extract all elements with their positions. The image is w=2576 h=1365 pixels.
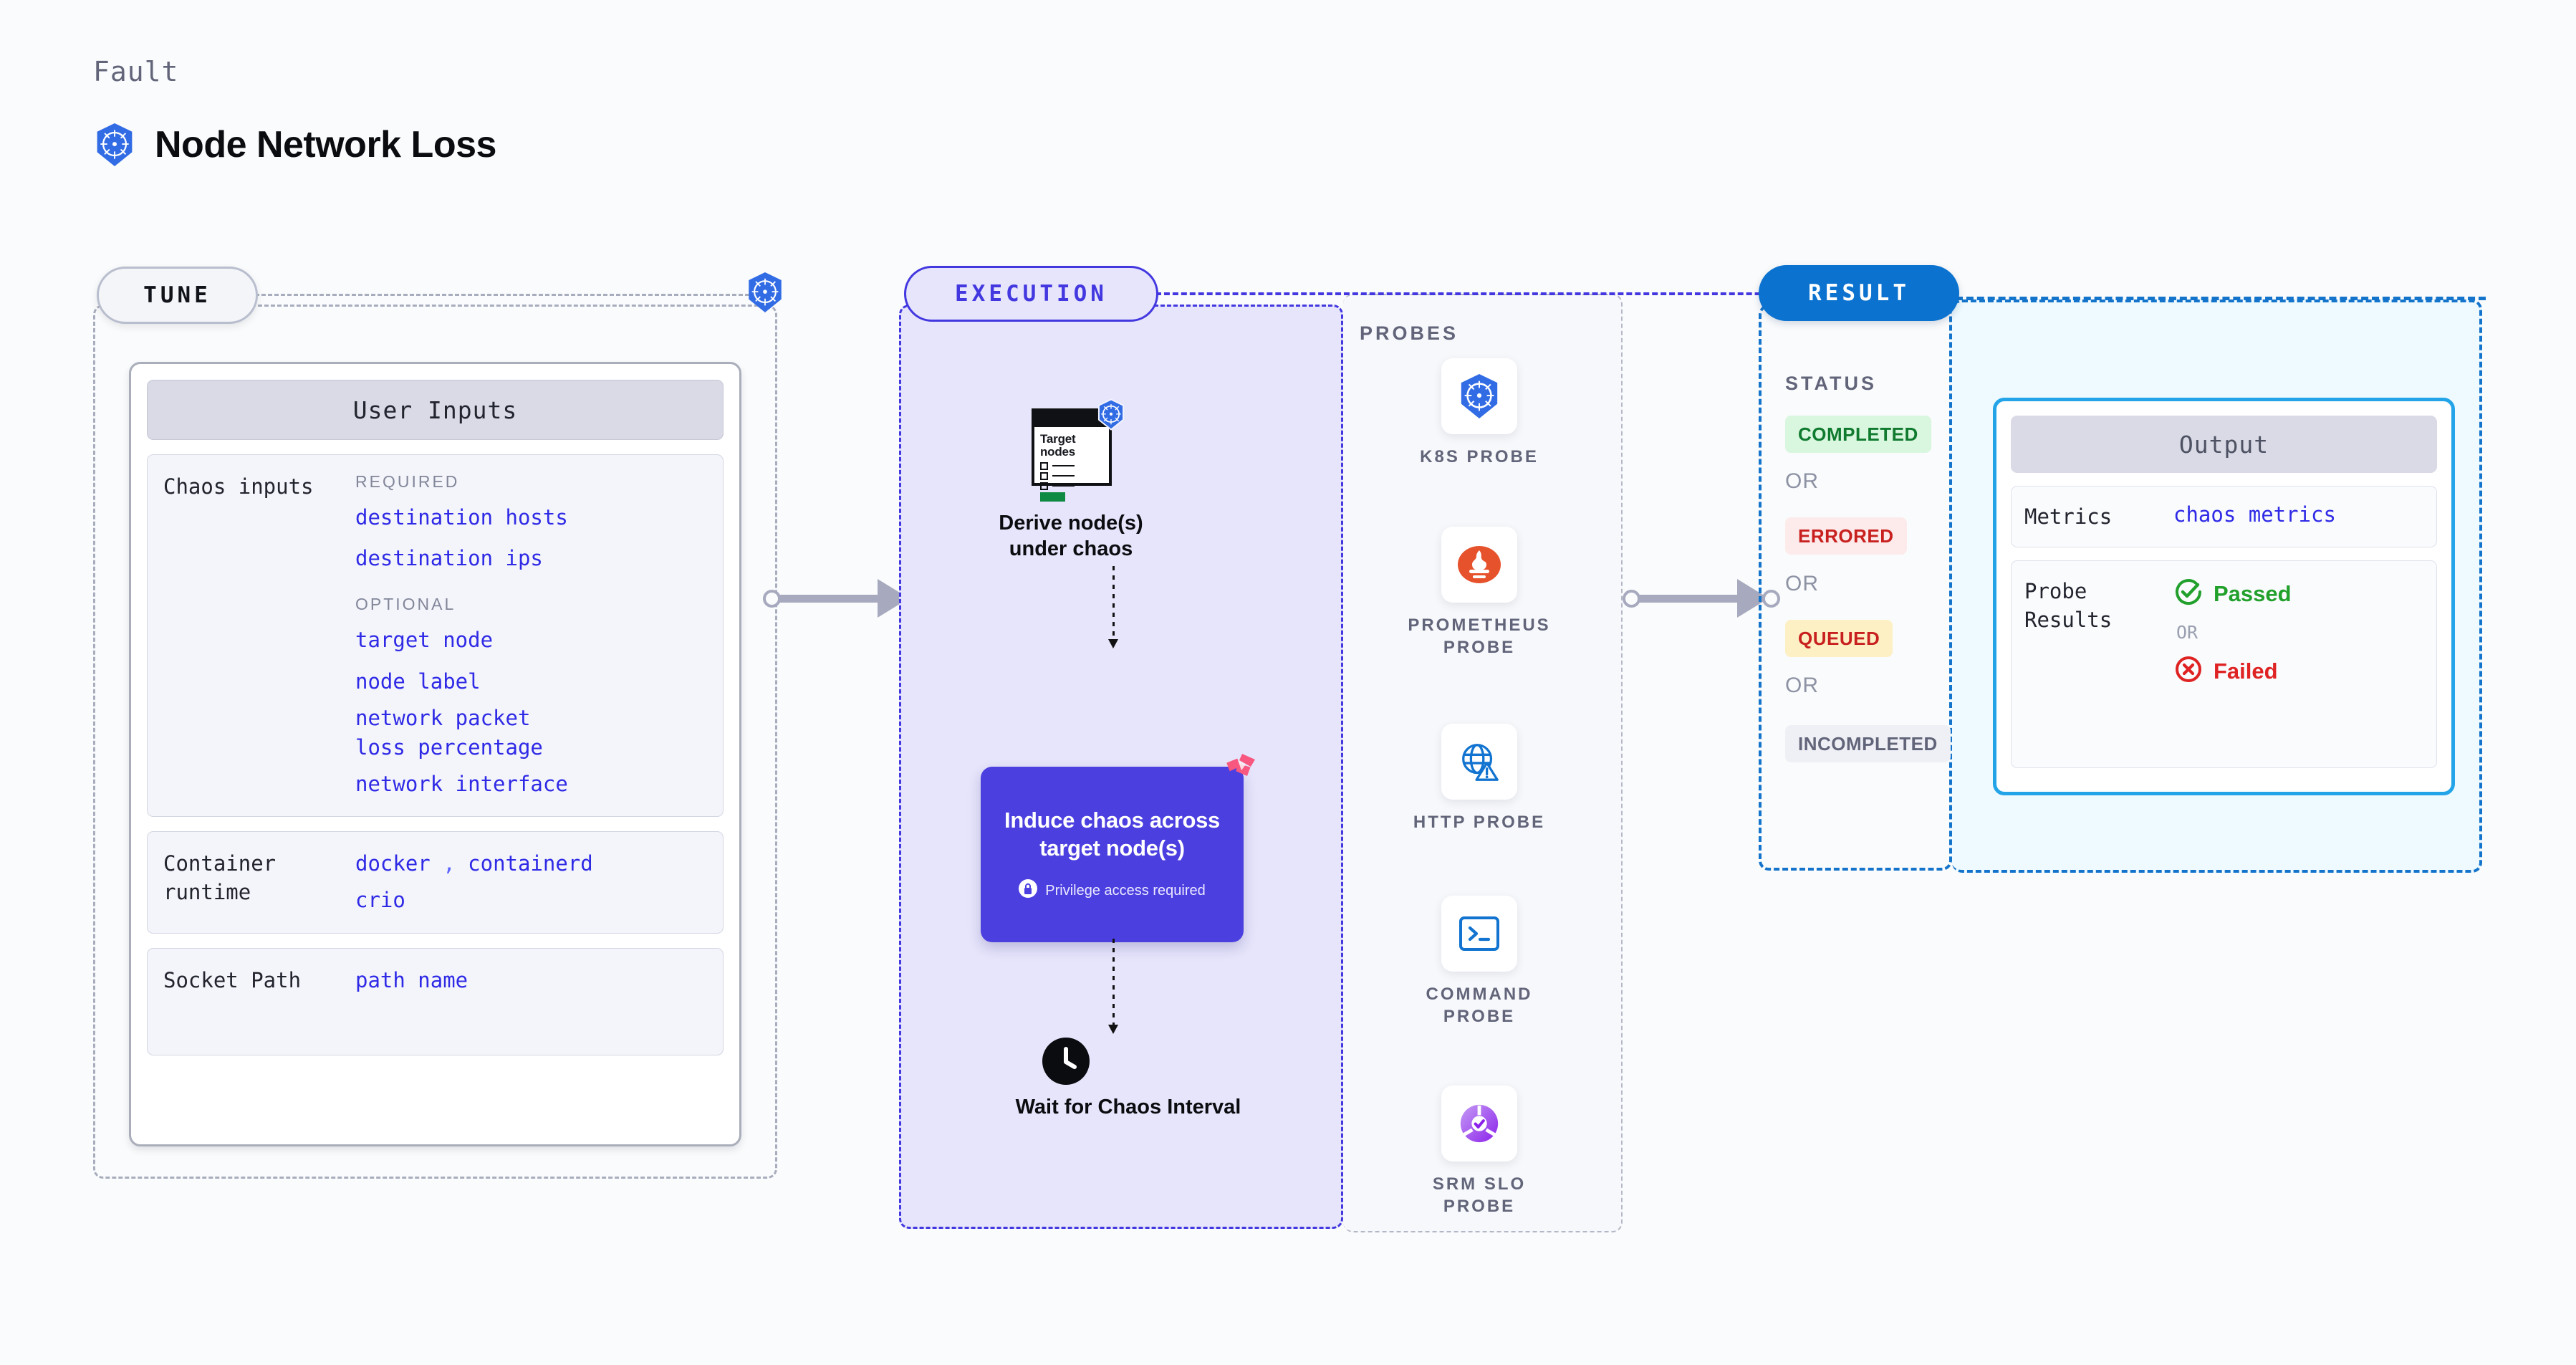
clock-icon bbox=[1042, 1038, 1090, 1088]
check-circle-icon bbox=[2173, 577, 2203, 610]
kubernetes-icon bbox=[1441, 358, 1517, 434]
runtime-containerd[interactable]: containerd bbox=[468, 851, 593, 876]
required-group-label: REQUIRED bbox=[355, 472, 460, 491]
result-stage-badge[interactable]: RESULT bbox=[1759, 265, 1959, 321]
page-title: Node Network Loss bbox=[155, 124, 496, 166]
checkbox-icon bbox=[1040, 482, 1048, 490]
container-runtime-section: Container runtime docker , containerd cr… bbox=[147, 831, 724, 934]
tune-stage-badge[interactable]: TUNE bbox=[97, 267, 258, 324]
kubernetes-icon bbox=[93, 122, 136, 168]
runtime-docker[interactable]: docker bbox=[355, 851, 431, 876]
status-or-1: OR bbox=[1785, 469, 1819, 493]
derive-nodes-label: Derive node(s) under chaos bbox=[999, 512, 1143, 561]
status-or-2: OR bbox=[1785, 572, 1819, 595]
probe-result-or: OR bbox=[2176, 622, 2198, 643]
tune-dashed-connector bbox=[255, 294, 749, 296]
socket-path-label: Socket Path bbox=[163, 967, 302, 992]
metrics-value[interactable]: chaos metrics bbox=[2173, 502, 2336, 527]
checkbox-icon bbox=[1040, 461, 1048, 470]
derive-nodes-illustration: Target nodes bbox=[1032, 398, 1125, 502]
execution-dashed-connector bbox=[1155, 292, 1872, 295]
probe-command-label: COMMAND PROBE bbox=[1426, 985, 1533, 1027]
metrics-section: Metrics chaos metrics bbox=[2011, 486, 2437, 548]
probe-result-passed: Passed bbox=[2173, 577, 2423, 610]
status-or-3: OR bbox=[1785, 674, 1819, 697]
status-badge-errored: ERRORED bbox=[1785, 517, 1907, 555]
probe-http[interactable]: HTTP PROBE bbox=[1408, 724, 1551, 833]
probe-k8s-label: K8S PROBE bbox=[1420, 447, 1539, 466]
probe-prometheus-label: PROMETHEUS PROBE bbox=[1408, 616, 1551, 658]
input-node-label[interactable]: node label bbox=[355, 669, 481, 694]
probe-result-failed: Failed bbox=[2173, 654, 2423, 688]
wait-for-chaos-interval-label: Wait for Chaos Interval bbox=[1015, 1096, 1241, 1119]
input-network-interface[interactable]: network interface bbox=[355, 772, 568, 797]
target-nodes-art-title: Target nodes bbox=[1040, 432, 1076, 459]
lock-icon bbox=[1019, 879, 1038, 902]
terminal-icon bbox=[1441, 896, 1517, 972]
status-badge-completed: COMPLETED bbox=[1785, 416, 1931, 453]
flow-arrow-induce-to-wait bbox=[1108, 939, 1118, 1034]
status-title: STATUS bbox=[1785, 373, 1877, 394]
output-card: Output Metrics chaos metrics Probe Resul… bbox=[1993, 398, 2455, 795]
tune-stage-boundary bbox=[93, 305, 777, 1179]
privilege-access-note: Privilege access required bbox=[1019, 879, 1206, 902]
metrics-label: Metrics bbox=[2024, 504, 2113, 529]
user-inputs-card-title: User Inputs bbox=[147, 380, 724, 440]
probe-command[interactable]: COMMAND PROBE bbox=[1408, 896, 1551, 1028]
optional-group-label: OPTIONAL bbox=[355, 595, 456, 614]
probe-result-failed-label: Failed bbox=[2214, 658, 2278, 684]
probes-title: PROBES bbox=[1360, 322, 1459, 344]
execution-stage-badge[interactable]: EXECUTION bbox=[904, 266, 1158, 322]
probe-http-label: HTTP PROBE bbox=[1413, 813, 1546, 832]
litmus-logo-icon bbox=[1222, 751, 1256, 789]
srm-slo-icon bbox=[1441, 1086, 1517, 1162]
privilege-access-text: Privilege access required bbox=[1045, 882, 1206, 899]
probe-srm-slo[interactable]: SRM SLO PROBE bbox=[1408, 1086, 1551, 1217]
chaos-inputs-section: Chaos inputs REQUIRED destination hosts … bbox=[147, 454, 724, 818]
socket-path-section: Socket Path path name bbox=[147, 947, 724, 1055]
connector-execution-to-result bbox=[1623, 573, 1802, 623]
input-network-packet-loss-percentage[interactable]: network packet loss percentage bbox=[355, 705, 543, 760]
globe-warning-icon bbox=[1441, 724, 1517, 800]
kubernetes-icon bbox=[1096, 398, 1126, 434]
probe-k8s[interactable]: K8S PROBE bbox=[1408, 358, 1551, 468]
prometheus-icon bbox=[1441, 527, 1517, 603]
fault-eyebrow-label: Fault bbox=[93, 56, 179, 87]
probe-prometheus[interactable]: PROMETHEUS PROBE bbox=[1408, 527, 1551, 658]
induce-chaos-title: Induce chaos across target node(s) bbox=[1004, 807, 1220, 861]
status-badge-incompleted: INCOMPLETED bbox=[1785, 725, 1951, 762]
probe-result-passed-label: Passed bbox=[2214, 580, 2292, 606]
fault-title-row: Node Network Loss bbox=[93, 122, 496, 168]
input-destination-hosts[interactable]: destination hosts bbox=[355, 505, 568, 530]
runtime-crio[interactable]: crio bbox=[355, 888, 405, 913]
induce-chaos-node[interactable]: Induce chaos across target node(s) Privi… bbox=[981, 754, 1255, 942]
runtime-separator: , bbox=[443, 851, 456, 876]
container-runtime-label: Container runtime bbox=[163, 851, 277, 905]
chaos-inputs-label: Chaos inputs bbox=[163, 474, 314, 499]
output-card-title: Output bbox=[2011, 416, 2437, 473]
flow-arrow-derive-to-induce bbox=[1108, 566, 1118, 648]
input-destination-ips[interactable]: destination ips bbox=[355, 546, 543, 571]
probe-srm-slo-label: SRM SLO PROBE bbox=[1432, 1174, 1527, 1217]
probe-results-section: Probe Results Passed OR bbox=[2011, 560, 2437, 769]
checkbox-icon bbox=[1040, 471, 1048, 480]
input-target-node[interactable]: target node bbox=[355, 628, 494, 653]
x-circle-icon bbox=[2173, 654, 2203, 688]
result-dashed-connector bbox=[1956, 297, 2486, 300]
user-inputs-card: User Inputs Chaos inputs REQUIRED destin… bbox=[129, 362, 741, 1146]
socket-path-value[interactable]: path name bbox=[355, 967, 468, 992]
status-badge-queued: QUEUED bbox=[1785, 620, 1893, 657]
kubernetes-icon bbox=[745, 271, 785, 317]
probe-results-label: Probe Results bbox=[2024, 579, 2113, 633]
